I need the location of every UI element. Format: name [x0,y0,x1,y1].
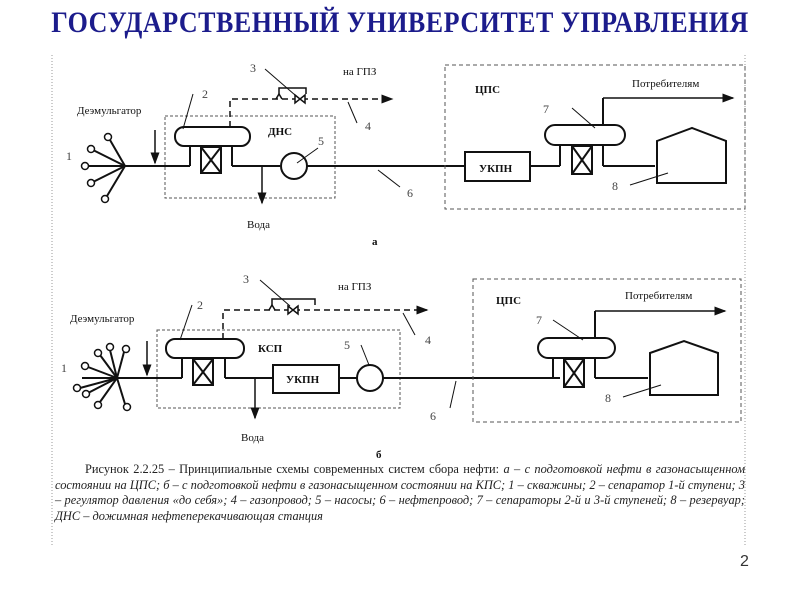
scheme-b-labels: Деэмульгатор КСП на ГПЗ Вода УКПН ЦПС По… [61,272,692,461]
ukpn-unit-a [464,151,531,182]
num-6-b: 6 [430,409,436,423]
scheme-a [80,64,746,210]
cps-label-b: ЦПС [496,295,521,307]
page-number: 2 [740,553,749,570]
consumers-label-a: Потребителям [632,78,699,90]
num-7-b: 7 [536,313,542,327]
num-4-a: 4 [365,119,371,133]
separator-2nd-3rd-stage-a [544,124,626,146]
num-1-a: 1 [66,149,72,163]
water-label-b: Вода [241,432,264,444]
num-2-b: 2 [197,298,203,312]
to-gpz-label-b: на ГПЗ [338,281,372,293]
num-1-b: 1 [61,361,67,375]
scheme-b [72,278,742,423]
cps-box-a [444,64,746,210]
slide-title: ГОСУДАРСТВЕННЫЙ УНИВЕРСИТЕТ УПРАВЛЕНИЯ [51,5,749,40]
figure-caption: Рисунок 2.2.25 – Принципиальные схемы со… [55,462,745,524]
num-5-b: 5 [344,338,350,352]
separator-2nd-3rd-stage-b [537,337,616,359]
ksp-station-box [156,329,401,409]
wells-b [72,342,160,412]
scheme-a-labels: Деэмульгатор ДНС на ГПЗ Вода ЦПС УКПН По… [66,61,699,248]
reservoir-b [649,339,719,396]
demulsifier-label-a: Деэмульгатор [77,105,142,117]
pressure-regulator [275,87,307,105]
num-7-a: 7 [543,102,549,116]
cps-box-b [472,278,742,423]
demulsifier-label-b: Деэмульгатор [70,313,135,325]
water-label-a: Вода [247,219,270,231]
num-2-a: 2 [202,87,208,101]
num-3-a: 3 [250,61,256,75]
ukpn-label-b: УКПН [286,374,320,386]
consumers-label-b: Потребителям [625,290,692,302]
ukpn-unit-b [272,364,340,394]
scheme-b-letter: б [376,449,382,461]
cps-label-a: ЦПС [475,84,500,96]
dns-station-box [164,115,336,199]
ksp-label: КСП [258,343,283,355]
pump [280,152,308,180]
num-3-b: 3 [243,272,249,286]
scheme-a-letter: а [372,236,378,248]
to-gpz-label-a: на ГПЗ [343,66,377,78]
num-8-a: 8 [612,179,618,193]
num-6-a: 6 [407,186,413,200]
separator-1st-stage [174,126,251,147]
num-8-b: 8 [605,391,611,405]
ukpn-label-a: УКПН [479,163,513,175]
num-4-b: 4 [425,333,431,347]
wells-a [80,132,126,204]
pump-b [356,364,384,392]
separator-1st-stage-b [165,338,245,359]
caption-body: а – с подготовкой нефти в газонасыщенном… [55,462,745,523]
pressure-regulator-b [268,298,316,316]
reservoir-a [656,126,727,184]
dns-label: ДНС [268,126,292,138]
caption-lead: Рисунок 2.2.25 – Принципиальные схемы со… [85,462,500,476]
num-5-a: 5 [318,134,324,148]
